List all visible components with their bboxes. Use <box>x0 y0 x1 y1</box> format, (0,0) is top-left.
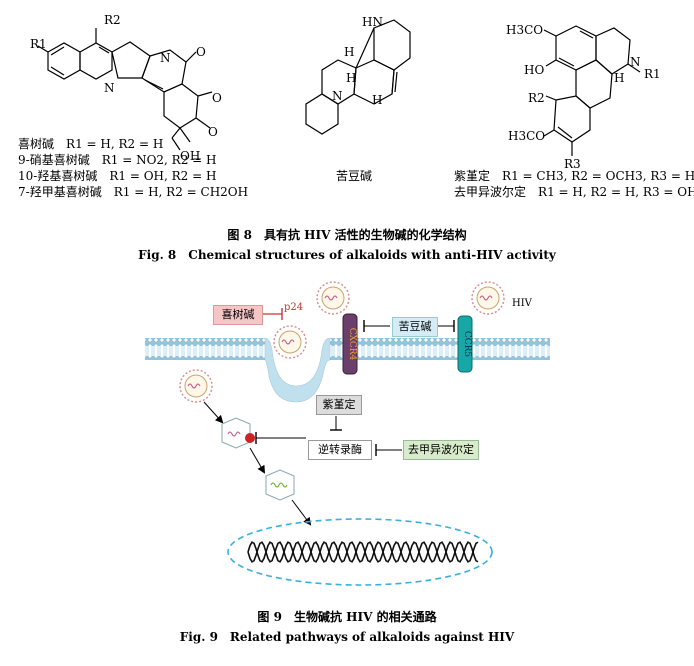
aporphine-atom-n: N <box>630 55 641 69</box>
hiv-virion-icon <box>316 281 350 315</box>
fig8-caption-en: Fig. 8 Chemical structures of alkaloids … <box>138 248 556 262</box>
cell-membrane-right <box>330 338 550 360</box>
cell-membrane-left <box>145 338 265 360</box>
camptothecin-ring-a <box>47 42 81 80</box>
matrine-atom-h3: H <box>372 93 382 107</box>
camptothecin-box: 喜树碱 <box>213 305 263 325</box>
aporphine-ring-b <box>595 27 631 75</box>
hiv-virion-icon <box>273 325 307 359</box>
aporphine-atom-och3-top: H3CO <box>506 23 543 37</box>
camptothecin-names: 喜树碱 R1 = H, R2 = H 9-硝基喜树碱 R1 = NO2, R2 … <box>18 136 248 200</box>
camptothecin-atom-o-ring: O <box>212 91 222 105</box>
camptothecin-ring-b <box>79 42 113 80</box>
reverse-transcriptase-box: 逆转录酶 <box>308 440 372 460</box>
hiv-virion-icon <box>471 281 505 315</box>
matrine-atom-n: N <box>332 89 343 103</box>
fig8-structures: R1 R2 N N O O O OH HN N H H H H3CO HO N … <box>30 13 661 171</box>
reverse-transcriptase-dot <box>245 433 255 443</box>
cxcr4-receptor <box>342 313 358 375</box>
aporphine-atom-r3: R3 <box>564 157 581 171</box>
norisoboldine-box: 去甲异波尔定 <box>403 440 479 460</box>
aporphine-atom-h: H <box>614 71 624 85</box>
compound-entry: 7-羟甲基喜树碱 R1 = H, R2 = CH2OH <box>18 185 249 199</box>
matrine-atom-h1: H <box>344 45 354 59</box>
nucleus-oval <box>227 518 493 586</box>
camptothecin-atom-r2: R2 <box>104 13 121 27</box>
camptothecin-atom-n-lac: N <box>160 51 171 65</box>
matrine-atom-hn: HN <box>362 15 383 29</box>
aporphine-ring-d <box>553 95 591 143</box>
p24-label: p24 <box>284 302 303 313</box>
fig9-caption-cn: 图 9 生物碱抗 HIV 的相关通路 <box>257 610 437 624</box>
compound-entry: 紫堇定 R1 = CH3, R2 = OCH3, R3 = H <box>454 169 694 183</box>
hiv-label: HIV <box>512 298 533 309</box>
endocytosis-pit <box>264 337 331 403</box>
camptothecin-atom-o-ketone: O <box>196 45 206 59</box>
fig9-pathway: CXCR4 CCR5 HIV p24 <box>145 281 550 586</box>
camptothecin-atom-r1: R1 <box>30 37 47 51</box>
camptothecin-atom-oh: OH <box>180 149 200 163</box>
aporphine-names: 紫堇定 R1 = CH3, R2 = OCH3, R3 = H 去甲异波尔定 R… <box>454 168 694 200</box>
fig9-caption-en: Fig. 9 Related pathways of alkaloids aga… <box>179 630 515 644</box>
compound-entry: 去甲异波尔定 R1 = H, R2 = H, R3 = OH <box>454 185 694 199</box>
camptothecin-atom-n-quin: N <box>104 81 115 95</box>
compound-entry: 10-羟基喜树碱 R1 = OH, R2 = H <box>18 169 217 183</box>
sophoridine-box: 苦豆碱 <box>392 317 438 337</box>
aporphine-atom-r1: R1 <box>644 67 661 81</box>
ccr5-receptor <box>457 315 473 373</box>
compound-entry: 喜树碱 R1 = H, R2 = H <box>18 137 164 151</box>
matrine-name: 苦豆碱 <box>336 169 373 183</box>
hiv-virion-icon <box>179 369 213 403</box>
aporphine-atom-r2: R2 <box>528 91 545 105</box>
ccr5-label: CCR5 <box>462 331 472 358</box>
dna-helix-icon <box>247 541 479 563</box>
corydine-box: 紫堇定 <box>316 395 362 415</box>
capsid-icon <box>265 469 295 501</box>
camptothecin-ring-e <box>163 83 199 129</box>
fig8-caption-cn: 图 8 具有抗 HIV 活性的生物碱的化学结构 <box>227 228 467 242</box>
cxcr4-label: CXCR4 <box>347 328 357 361</box>
camptothecin-atom-o-carbonyl: O <box>208 125 218 139</box>
matrine-atom-h2: H <box>346 71 356 85</box>
matrine-ring-d <box>305 93 339 135</box>
aporphine-atom-och3-bot: H3CO <box>508 129 545 143</box>
compound-entry: 9-硝基喜树碱 R1 = NO2, R2 = H <box>18 153 217 167</box>
aporphine-atom-oh: HO <box>524 63 544 77</box>
